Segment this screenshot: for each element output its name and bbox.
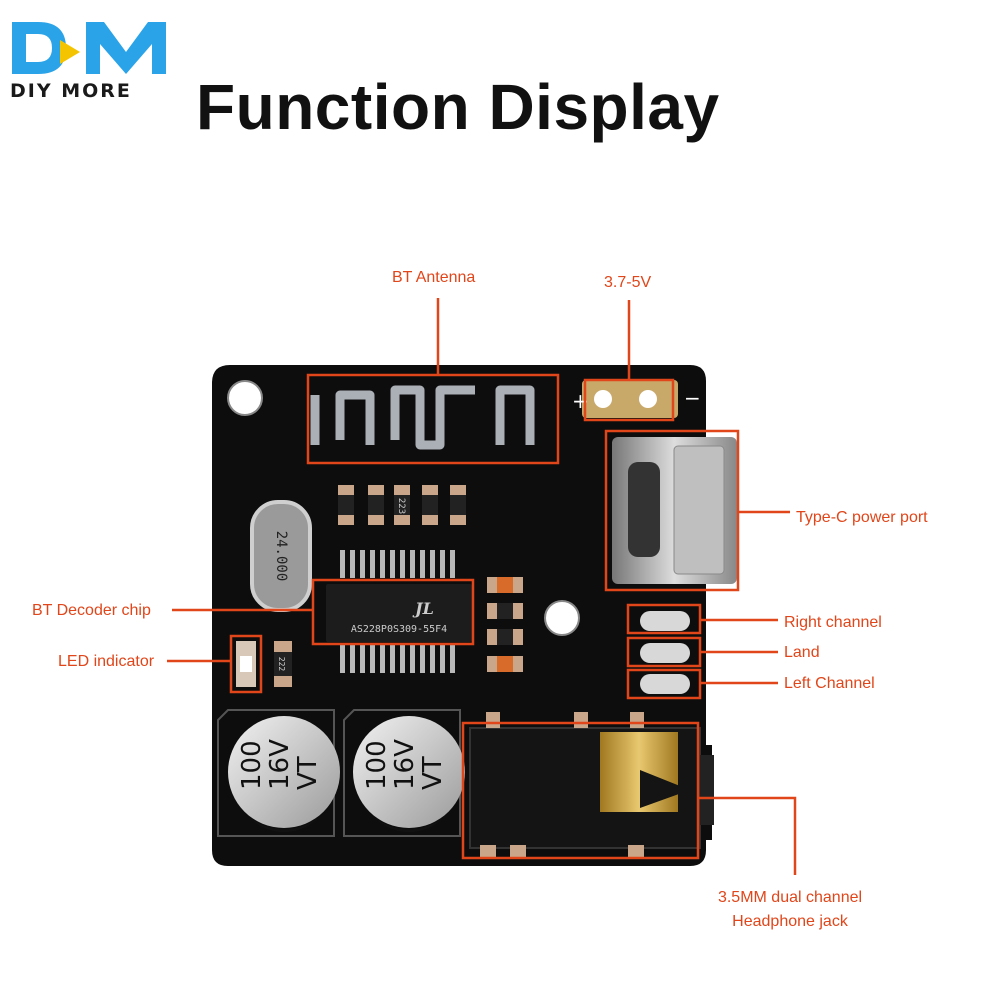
bt-antenna-trace [310,385,535,450]
svg-text:222: 222 [277,657,286,672]
label-voltage: 3.7-5V [604,274,652,291]
diymore-logo [12,22,166,74]
electrolytic-capacitor [228,716,340,828]
typec-highlight [604,429,740,592]
jack-gold-contact [600,732,678,812]
minus-marker: − [684,386,701,410]
page-title: Function Display [196,71,720,143]
svg-text:100: 100 [237,740,267,790]
label-bt-antenna: BT Antenna [392,269,476,286]
svg-text:JL: JL [412,599,434,618]
mounting-hole [544,600,580,636]
svg-text:24.000: 24.000 [273,531,289,582]
label-jack-line2: Headphone jack [732,913,848,930]
electrolytic-capacitor [353,716,465,828]
label-led: LED indicator [58,653,155,670]
power-header [582,380,678,418]
svg-text:223: 223 [396,498,406,514]
callout-highlights [229,373,740,860]
svg-text:AS228P0S309-55F4: AS228P0S309-55F4 [351,624,447,635]
led-highlight [229,634,263,694]
label-land: Land [784,644,820,661]
antenna-highlight [306,373,560,465]
svg-text:VT: VT [418,756,448,790]
svg-text:100: 100 [362,740,392,790]
label-left-channel: Left Channel [784,675,875,692]
svg-text:16V: 16V [390,739,420,790]
label-bt-decoder: BT Decoder chip [32,602,151,619]
label-type-c: Type-C power port [796,509,928,526]
svg-text:16V: 16V [265,739,295,790]
jack-highlight [461,721,700,860]
svg-text:VT: VT [293,756,323,790]
smd-component-column [487,577,523,672]
decoder-highlight [311,578,475,646]
audio-output-pads [640,611,690,694]
smd-resistor-row [338,485,466,525]
label-right-channel: Right channel [784,614,882,631]
decoder-chip [326,584,472,642]
logo-subtitle: DIY MORE [10,80,132,102]
decoder-chip-pins [340,550,455,673]
callout-leader-lines [167,298,797,875]
plus-marker: + [572,389,589,413]
mounting-hole [227,380,263,416]
label-jack-line1: 3.5MM dual channel [717,889,863,906]
